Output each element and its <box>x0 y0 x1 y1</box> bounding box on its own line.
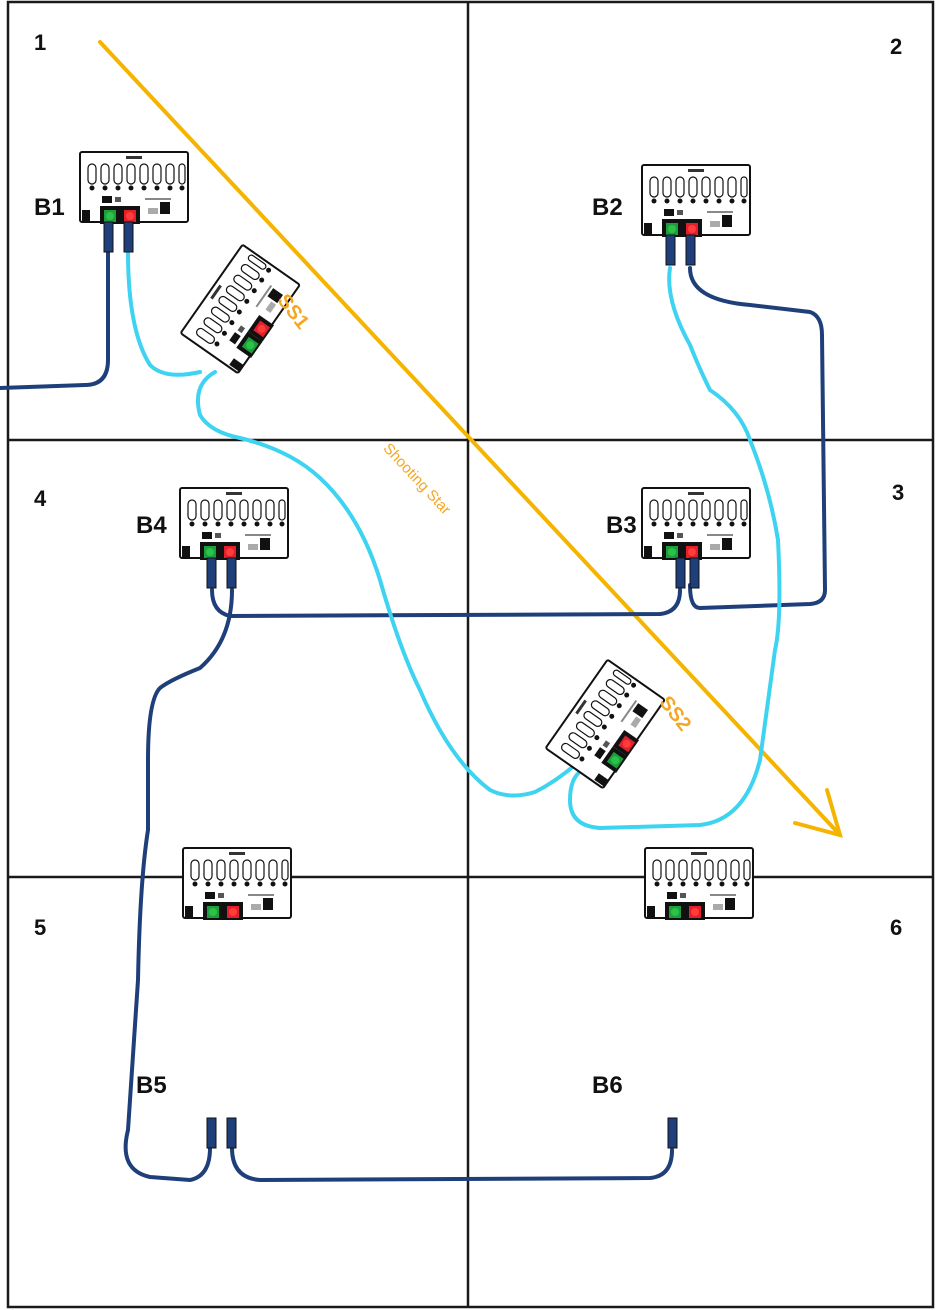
board-b1 <box>79 151 189 225</box>
zone-label-2: 2 <box>890 34 903 59</box>
board-ss2 <box>544 658 668 791</box>
zone-label-1: 1 <box>34 30 47 55</box>
zone-label-5: 5 <box>34 915 47 940</box>
board-b5 <box>182 847 292 921</box>
cable-b3-b4 <box>210 588 682 619</box>
board-label-b4: B4 <box>136 512 167 539</box>
board-label-b5: B5 <box>136 1072 167 1099</box>
board-label-b3: B3 <box>606 512 637 539</box>
light-cables <box>126 250 782 831</box>
board-label-b2: B2 <box>592 194 623 221</box>
cable-b1-in <box>0 250 110 390</box>
board-label-b6: B6 <box>592 1072 623 1099</box>
zone-label-6: 6 <box>890 915 903 940</box>
board-b4 <box>179 487 289 561</box>
board-b3 <box>641 487 751 561</box>
board-b6 <box>644 847 754 921</box>
cable-b5-b6 <box>230 1146 674 1183</box>
board-label-b1: B1 <box>34 194 65 221</box>
board-b2 <box>641 164 751 238</box>
cable-b2-b3 <box>688 266 828 611</box>
shooting-star-arrow <box>98 40 843 838</box>
cable-ss1-ss2 <box>195 370 577 798</box>
cable-b2-ss2 <box>567 266 782 831</box>
connectors <box>103 221 700 1149</box>
zone-label-4: 4 <box>34 486 47 511</box>
zone-grid <box>6 0 935 1309</box>
zone-label-3: 3 <box>892 480 905 505</box>
dark-cables <box>0 250 828 1183</box>
cable-b4-b5 <box>123 588 234 1183</box>
cable-b1-ss1 <box>126 250 202 377</box>
